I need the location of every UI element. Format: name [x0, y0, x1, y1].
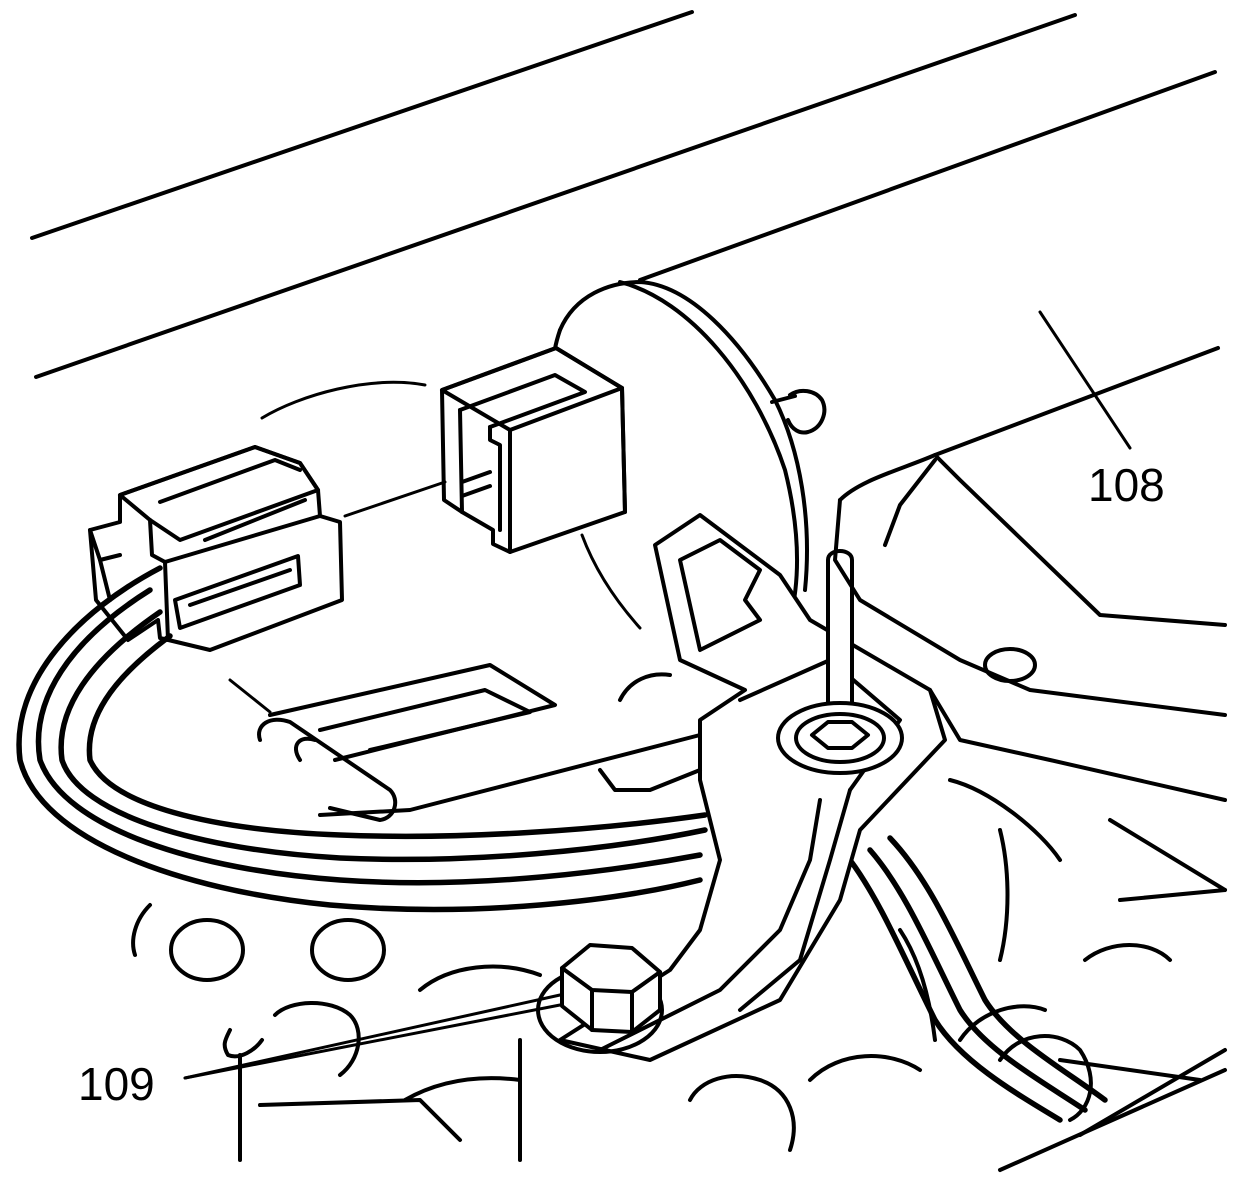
callout-108-label: 108: [1088, 459, 1165, 511]
valve-body: [131, 672, 1227, 1172]
leader-lines: [183, 310, 1132, 1080]
housing-end-plate: [552, 280, 827, 630]
component-108: [833, 453, 1227, 892]
stud: [776, 549, 904, 775]
housing-outline-lines: [30, 10, 1220, 457]
harness-plug: [88, 445, 344, 652]
bolt-109: [536, 943, 664, 1054]
socket-connector: [440, 346, 627, 554]
harness-clip: [257, 663, 702, 822]
wiring-harness: [16, 565, 1108, 1123]
engagement-line: [228, 380, 447, 714]
callout-109-label: 109: [78, 1058, 155, 1110]
